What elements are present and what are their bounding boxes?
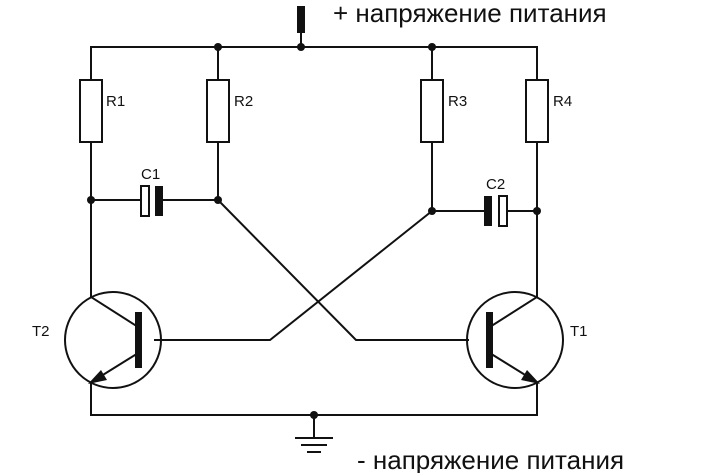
capacitor-c1: C1 — [90, 166, 219, 217]
rail-wires — [90, 46, 538, 81]
resistor-r4: R4 — [525, 79, 572, 143]
junction-dots — [87, 43, 541, 419]
resistor-r1: R1 — [79, 79, 125, 143]
r3-label: R3 — [448, 93, 467, 110]
positive-supply-label: + напряжение питания — [333, 0, 607, 28]
r2-label: R2 — [234, 93, 253, 110]
resistor-r2: R2 — [206, 79, 253, 143]
negative-supply-label: - напряжение питания — [357, 445, 624, 473]
capacitor-c2: C2 — [431, 176, 538, 227]
positive-supply-terminal — [297, 6, 305, 48]
t1-label: T1 — [570, 323, 588, 340]
c1-label: C1 — [141, 166, 160, 183]
transistor-t2: T2 — [32, 291, 162, 416]
c2-label: C2 — [486, 176, 505, 193]
transistor-t1: T1 — [466, 291, 588, 416]
t2-label: T2 — [32, 323, 50, 340]
cross-coupling-wires — [154, 198, 469, 341]
r1-label: R1 — [106, 93, 125, 110]
collector-wires — [90, 141, 538, 298]
r4-label: R4 — [553, 93, 572, 110]
resistor-r3: R3 — [420, 79, 467, 143]
ground-icon — [295, 414, 333, 453]
